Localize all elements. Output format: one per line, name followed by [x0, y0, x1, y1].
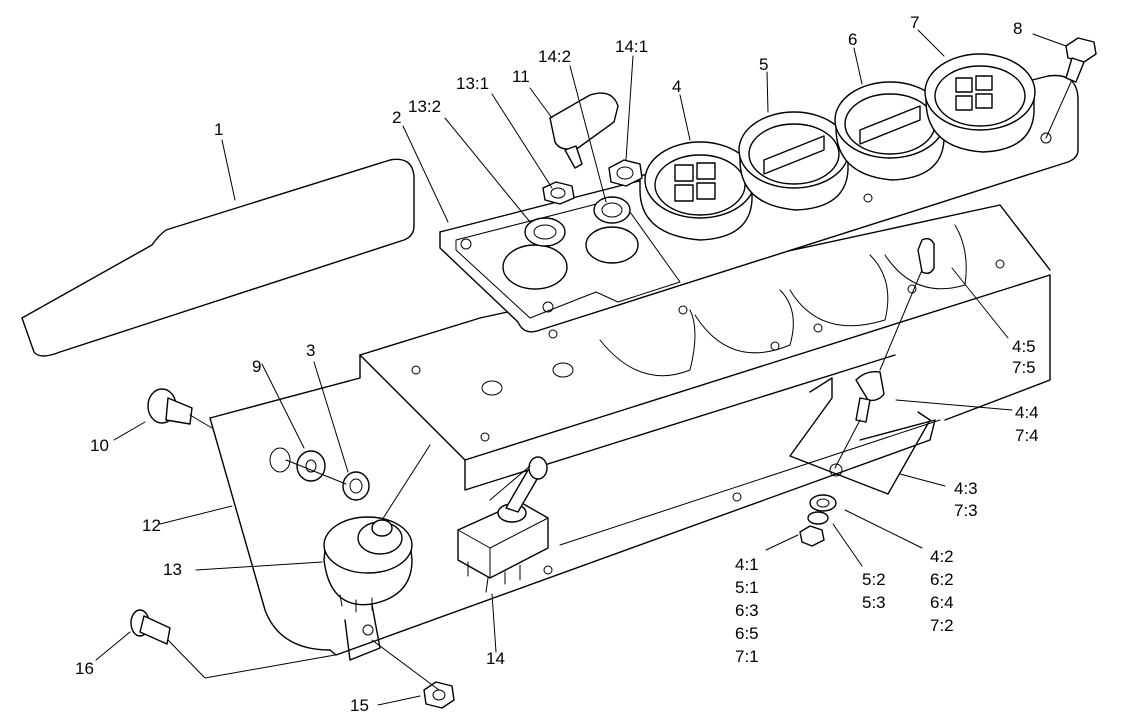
callout-group-5-3: 5:3: [862, 593, 886, 612]
callout-group-4-4: 4:4: [1015, 403, 1039, 422]
callout-group-7-4: 7:4: [1015, 426, 1039, 445]
lockwasher-4-2: [809, 494, 837, 512]
lockwasher-13-2: [524, 217, 566, 247]
gauge-hourmeter-4: [639, 141, 756, 241]
callout-5: 5: [759, 55, 768, 74]
nut-13-1: [542, 181, 575, 205]
nut-4-1: [799, 525, 825, 547]
callout-9: 9: [252, 357, 261, 376]
ignition-switch-13: [323, 444, 431, 613]
washer-9: [296, 450, 326, 482]
callout-group-6-4: 6:4: [930, 593, 954, 612]
callout-labels: 1 2 13:2 13:1 11 14:2 14:1 4 5 6 7 8 9 3…: [75, 13, 1039, 715]
callout-7: 7: [910, 13, 919, 32]
lamp-socket: [834, 370, 885, 469]
callout-13-2: 13:2: [408, 97, 441, 116]
callout-15: 15: [350, 696, 369, 715]
callout-group-4-3: 4:3: [954, 479, 978, 498]
toggle-switch-14: [457, 456, 549, 593]
bolt-16: [130, 609, 336, 679]
callout-group-7-2: 7:2: [930, 616, 954, 635]
callout-13-1: 13:1: [456, 74, 489, 93]
callout-group-6-2: 6:2: [930, 570, 954, 589]
callout-11: 11: [512, 67, 530, 86]
callout-3: 3: [306, 341, 315, 360]
callout-group-7-5: 7:5: [1012, 358, 1036, 377]
ignition-key: [549, 92, 619, 169]
callout-group-4-1: 4:1: [735, 555, 759, 574]
callout-group-6-5: 6:5: [735, 624, 759, 643]
callout-8: 8: [1013, 19, 1022, 38]
callout-14: 14: [486, 649, 505, 668]
callout-16: 16: [75, 659, 94, 678]
mounting-bracket: [209, 119, 1051, 661]
callout-2: 2: [392, 108, 401, 127]
callout-4: 4: [672, 77, 681, 96]
callout-group-4-5: 4:5: [1012, 337, 1036, 356]
gauge-5: [738, 111, 850, 211]
callout-14-2: 14:2: [538, 47, 571, 66]
callout-group-4-2: 4:2: [930, 547, 954, 566]
bolt-10: [147, 388, 213, 429]
lamp-bracket: [789, 377, 931, 495]
callout-group-5-2: 5:2: [862, 570, 886, 589]
callout-13: 13: [163, 560, 182, 579]
decal-strip: [21, 158, 415, 357]
callout-14-1: 14:1: [615, 37, 648, 56]
callout-group-6-3: 6:3: [735, 601, 759, 620]
callout-group-5-1: 5:1: [735, 578, 759, 597]
callout-10: 10: [90, 436, 109, 455]
nut-14-1: [608, 159, 643, 187]
leader-lines: [95, 29, 1067, 706]
lockwasher-14-2: [593, 196, 631, 224]
lockwasher-3: [342, 471, 370, 501]
nut-15: [371, 639, 455, 709]
gauge-6: [834, 81, 946, 181]
callout-6: 6: [848, 30, 857, 49]
washer-5-2: [807, 511, 829, 525]
gauge-indicator-7: [924, 53, 1036, 153]
callout-group-7-1: 7:1: [735, 647, 759, 666]
bolt-8: [1045, 37, 1097, 139]
lamp-bulb: [879, 237, 935, 371]
callout-group-7-3: 7:3: [954, 501, 978, 520]
callout-12: 12: [142, 516, 161, 535]
callout-1: 1: [214, 120, 223, 139]
